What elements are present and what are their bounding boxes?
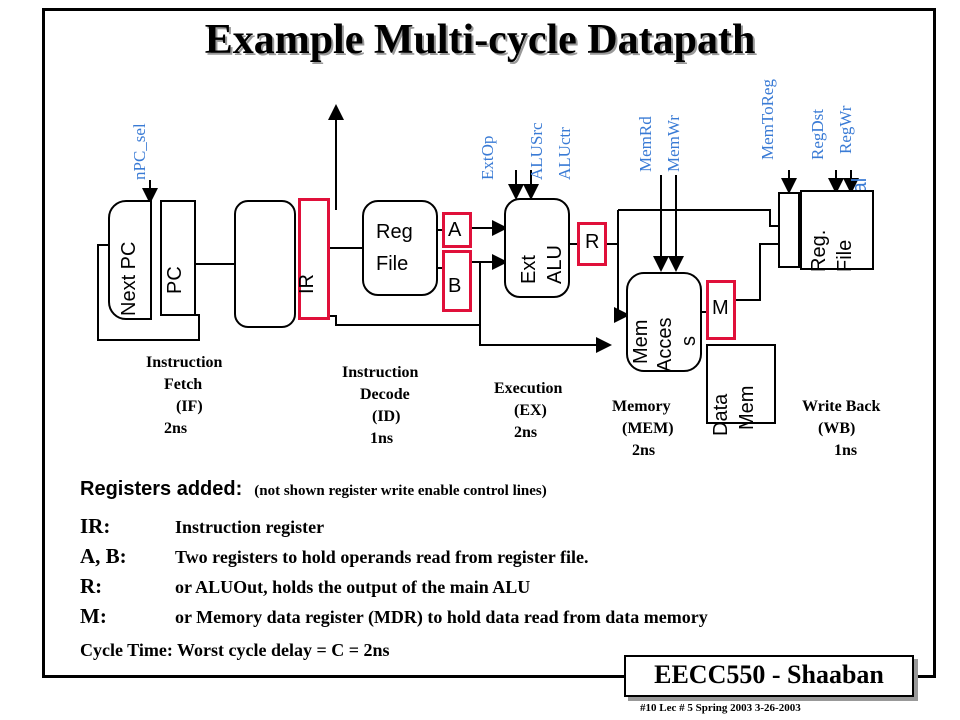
stage-if-line-2: Fetch bbox=[164, 376, 203, 393]
note-r: R: or ALUOut, holds the output of the mai… bbox=[80, 574, 530, 599]
page-title: Example Multi-cycle Datapath bbox=[204, 17, 756, 63]
stage-ex: Execution (EX) 2ns bbox=[494, 378, 562, 444]
stage-wb-line-2: (WB) bbox=[818, 420, 856, 437]
note-ab: A, B: Two registers to hold operands read… bbox=[80, 544, 588, 569]
a-register bbox=[442, 212, 472, 248]
cycle-time: Cycle Time: Worst cycle delay = C = 2ns bbox=[80, 640, 390, 660]
memtoreg-label: MemToReg bbox=[758, 79, 777, 160]
stage-ex-line-3: 2ns bbox=[514, 424, 538, 441]
note-m-desc: or Memory data register (MDR) to hold da… bbox=[175, 607, 708, 627]
reg-file-label-1: Reg bbox=[376, 221, 413, 243]
note-ir-term: IR: bbox=[80, 514, 111, 538]
register-file bbox=[362, 200, 438, 296]
data-mem-label-1: Data bbox=[710, 393, 732, 436]
pc-register bbox=[160, 200, 196, 316]
data-memory bbox=[706, 344, 776, 424]
stage-mem-line-2: (MEM) bbox=[622, 420, 674, 437]
mem-access-label-2: Acces bbox=[654, 317, 676, 372]
stage-ex-line-2: (EX) bbox=[514, 402, 547, 419]
ir-label: IR bbox=[296, 274, 318, 294]
note-ab-desc: Two registers to hold operands read from… bbox=[175, 547, 589, 567]
stage-wb-line-1: Write Back bbox=[802, 398, 881, 415]
stage-if-line-3: (IF) bbox=[176, 398, 203, 415]
alusrc-label: ALUSrc bbox=[527, 122, 546, 180]
ir-register bbox=[298, 198, 330, 320]
regwr-label: RegWr bbox=[836, 105, 855, 154]
memrd-label: MemRd bbox=[636, 116, 655, 172]
note-m: M: or Memory data register (MDR) to hold … bbox=[80, 604, 708, 629]
r-register bbox=[577, 222, 607, 266]
reg-file-label-2: File bbox=[376, 253, 409, 275]
stage-mem-line-3: 2ns bbox=[632, 442, 656, 459]
writeback-register-file bbox=[800, 190, 874, 270]
stage-mem: Memory (MEM) 2ns bbox=[612, 396, 674, 462]
stage-if-line-1: Instruction bbox=[146, 354, 223, 371]
alu-label: ALU bbox=[544, 245, 566, 284]
aluctr-label: ALUctr bbox=[555, 127, 574, 180]
note-r-desc: or ALUOut, holds the output of the main … bbox=[175, 577, 531, 597]
note-ab-term: A, B: bbox=[80, 544, 127, 568]
mem-access-label-1: Mem bbox=[630, 319, 652, 364]
instruction-memory bbox=[234, 200, 296, 328]
note-r-term: R: bbox=[80, 574, 103, 598]
next-pc-label: Next PC bbox=[118, 241, 140, 316]
stage-if-line-4: 2ns bbox=[164, 420, 188, 437]
npc-sel-label: nPC_sel bbox=[130, 123, 149, 180]
r-label: R bbox=[585, 231, 600, 253]
stage-ex-line-1: Execution bbox=[494, 380, 563, 397]
stage-id-line-1: Instruction bbox=[342, 364, 419, 381]
m-register bbox=[706, 280, 736, 340]
mem-access-label-3: s bbox=[678, 336, 700, 346]
registers-added-note: (not shown register write enable control… bbox=[254, 483, 547, 499]
a-label: A bbox=[448, 219, 462, 241]
pc-label: PC bbox=[164, 266, 186, 294]
b-register bbox=[442, 250, 472, 312]
data-mem-label-2: Mem bbox=[736, 385, 758, 430]
stage-wb-line-3: 1ns bbox=[834, 442, 858, 459]
wb-reg-label-2: File bbox=[834, 239, 856, 272]
next-pc-block bbox=[108, 200, 152, 320]
note-ir-desc: Instruction register bbox=[175, 517, 325, 537]
writeback-register-file-back bbox=[778, 192, 800, 268]
b-label: B bbox=[448, 275, 462, 297]
registers-added-row: Registers added: (not shown register wri… bbox=[80, 478, 547, 501]
m-label: M bbox=[712, 297, 729, 319]
stage-mem-line-1: Memory bbox=[612, 398, 671, 415]
wb-reg-label-1: Reg. bbox=[808, 229, 830, 272]
note-m-term: M: bbox=[80, 604, 107, 628]
extop-label: ExtOp bbox=[478, 135, 497, 180]
ext-label: Ext bbox=[518, 255, 540, 284]
mem-access-block bbox=[626, 272, 702, 372]
registers-added-label: Registers added: bbox=[80, 478, 243, 500]
regdst-label: RegDst bbox=[808, 109, 827, 160]
stage-id-line-2: Decode bbox=[360, 386, 410, 403]
stage-id-line-4: 1ns bbox=[370, 430, 394, 447]
stage-wb: Write Back (WB) 1ns bbox=[802, 396, 880, 462]
memwr-label: MemWr bbox=[664, 115, 683, 172]
note-ir: IR: Instruction register bbox=[80, 514, 324, 539]
stage-if: Instruction Fetch (IF) 2ns bbox=[146, 352, 222, 440]
slide-footer: #10 Lec # 5 Spring 2003 3-26-2003 bbox=[640, 702, 801, 714]
ext-alu-block bbox=[504, 198, 570, 298]
slide-frame bbox=[42, 8, 936, 678]
stage-id-line-3: (ID) bbox=[372, 408, 401, 425]
course-badge: EECC550 - Shaaban bbox=[624, 655, 914, 697]
stage-id: Instruction Decode (ID) 1ns bbox=[342, 362, 418, 450]
